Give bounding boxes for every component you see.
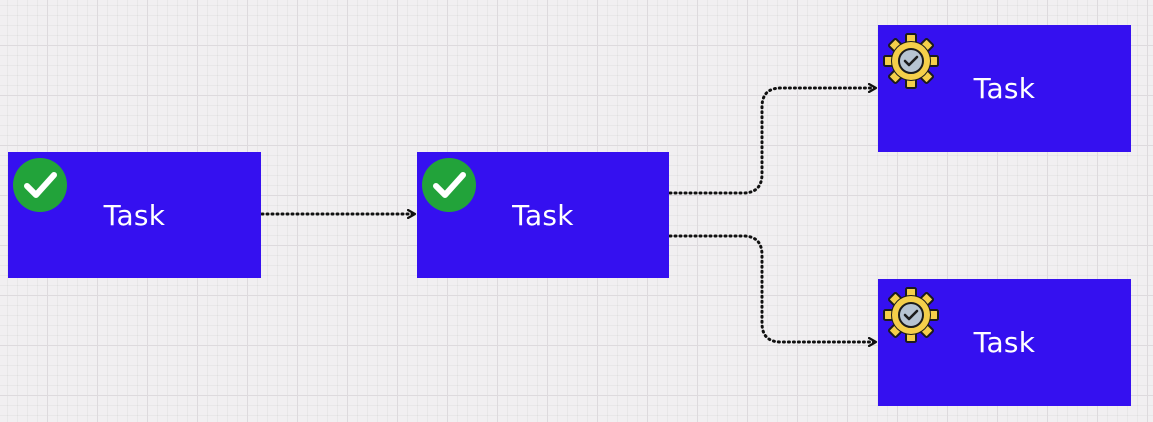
gear-check-icon (883, 33, 939, 89)
task-label: Task (973, 72, 1036, 105)
task-node[interactable]: Task (878, 279, 1131, 406)
connector-task2-to-task3[interactable] (668, 88, 875, 195)
task-label: Task (512, 198, 574, 232)
task-label: Task (103, 198, 166, 232)
task-node[interactable]: Task (8, 152, 261, 278)
gear-check-icon (883, 287, 939, 343)
connector-task2-to-task4[interactable] (668, 234, 875, 342)
check-circle-icon (422, 158, 476, 212)
task-label: Task (973, 326, 1036, 359)
task-node[interactable]: Task (878, 25, 1131, 152)
task-node[interactable]: Task (417, 152, 669, 278)
check-circle-icon (13, 158, 67, 212)
